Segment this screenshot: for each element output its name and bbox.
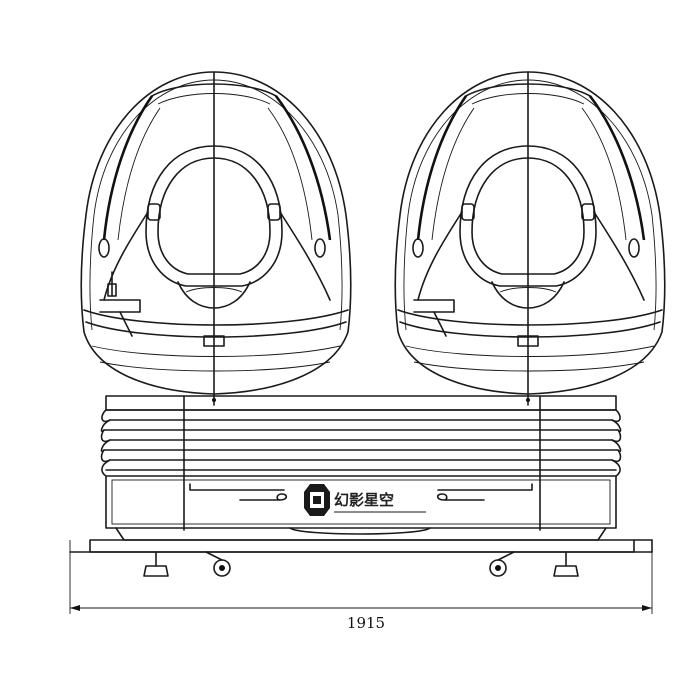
motion-platform-base: 幻影星空 bbox=[69, 395, 653, 553]
brand-logo: 幻影星空 bbox=[304, 484, 426, 516]
egg-seat-right bbox=[394, 71, 666, 406]
leveling-foot-right bbox=[553, 551, 579, 577]
leveling-foot-left bbox=[143, 551, 169, 577]
egg-seat-left bbox=[80, 71, 352, 406]
dimension-label: 1915 bbox=[347, 614, 385, 632]
caster-wheel-right bbox=[489, 551, 515, 577]
logo-text: 幻影星空 bbox=[334, 491, 394, 509]
caster-wheel-left bbox=[205, 551, 231, 577]
width-dimension: 1915 bbox=[69, 540, 653, 632]
